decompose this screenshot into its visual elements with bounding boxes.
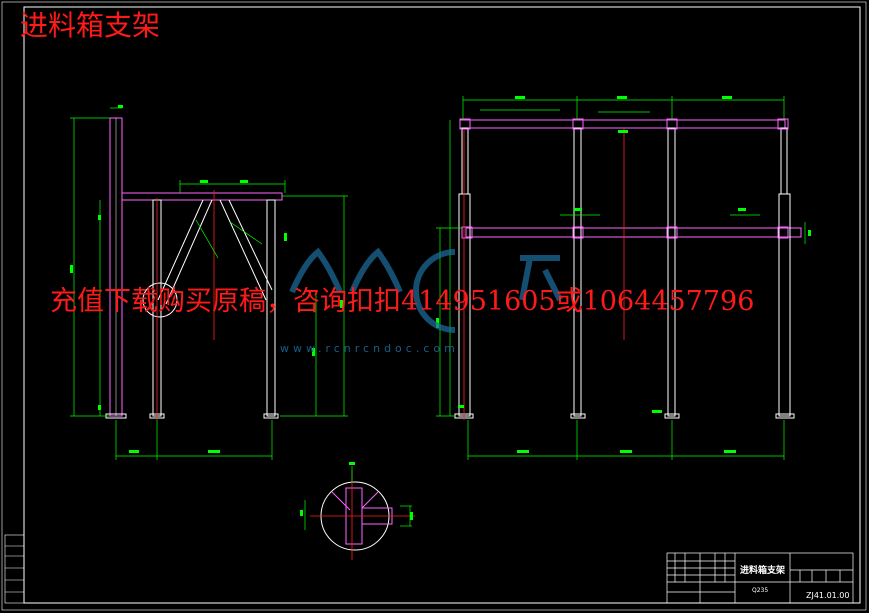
side-top-beam [121, 192, 283, 201]
side-dimensions [70, 107, 348, 460]
margin-strip [4, 534, 25, 604]
title-block-name: 进料箱支架 [740, 566, 786, 576]
title-block [666, 552, 854, 604]
front-posts [458, 127, 791, 417]
watermark-url: www.rcnrcndoc.com [280, 342, 459, 355]
front-dimensions [436, 96, 806, 460]
side-view [70, 105, 348, 460]
watermark-logo [289, 247, 563, 333]
side-post-right [266, 199, 276, 417]
side-braces [157, 199, 273, 305]
front-top-beam [459, 119, 786, 129]
drawing-title: 进料箱支架 [20, 9, 161, 42]
title-block-material: Q235 [752, 587, 769, 594]
detail-callout-circle [142, 282, 178, 318]
front-view [436, 96, 811, 460]
sheet-border [23, 6, 861, 604]
detail-view [300, 462, 415, 560]
watermark-ad-text: 充值下载购买原稿，咨询扣扣414951605或1064457796 [50, 286, 755, 317]
title-block-drawing-code: ZJ41.01.00 [806, 591, 850, 600]
front-mid-beam [465, 227, 802, 238]
